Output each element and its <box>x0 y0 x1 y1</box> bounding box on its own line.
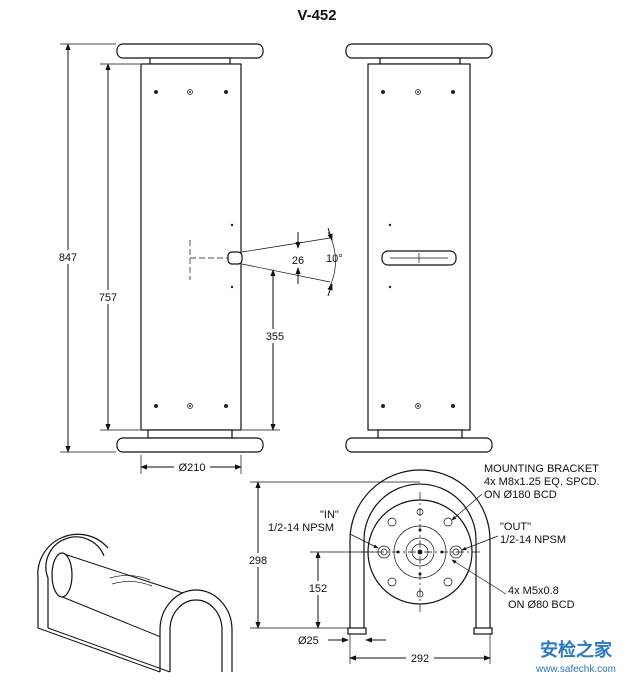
bottom-flange <box>147 429 233 439</box>
note-m5-2: ON Ø80 BCD <box>508 599 575 611</box>
isometric-view <box>37 533 233 673</box>
dim-foot-diameter: Ø25 <box>298 635 319 647</box>
note-mounting-2: 4x M8x1.25 EQ. SPCD. <box>484 476 600 488</box>
top-flange <box>149 57 231 65</box>
watermark-logo-text: 安检之家 <box>540 639 613 660</box>
dim-end-height: 298 <box>249 555 267 567</box>
note-m5-1: 4x M5x0.8 <box>508 585 559 597</box>
note-in-2: 1/2-14 NPSM <box>268 522 334 534</box>
watermark: 安检之家 www.safechk.com <box>526 632 626 676</box>
dim-diameter: Ø210 <box>179 462 206 474</box>
dim-port-height: 355 <box>266 331 284 343</box>
front-view <box>116 43 264 453</box>
dim-center-height: 152 <box>309 583 327 595</box>
top-bracket <box>116 43 264 59</box>
drawing-title: V-452 <box>297 7 336 24</box>
bottom-bracket <box>116 437 264 453</box>
dim-width: 292 <box>411 653 429 665</box>
dim-slot-width: 26 <box>292 255 304 267</box>
dim-overall-height: 847 <box>59 252 77 264</box>
note-out-2: 1/2-14 NPSM <box>500 534 566 546</box>
side-view <box>345 43 493 453</box>
note-out-1: "OUT" <box>500 521 531 533</box>
side-body <box>367 63 471 431</box>
front-body <box>140 63 242 431</box>
front-slot <box>227 251 243 265</box>
dim-body-height: 757 <box>99 292 117 304</box>
note-mounting-1: MOUNTING BRACKET <box>484 463 599 475</box>
end-view <box>347 469 493 635</box>
watermark-url: www.safechk.com <box>535 664 616 675</box>
note-in-1: "IN" <box>320 509 339 521</box>
dim-slot-angle: 10° <box>326 253 343 265</box>
note-mounting-3: ON Ø180 BCD <box>484 489 557 501</box>
